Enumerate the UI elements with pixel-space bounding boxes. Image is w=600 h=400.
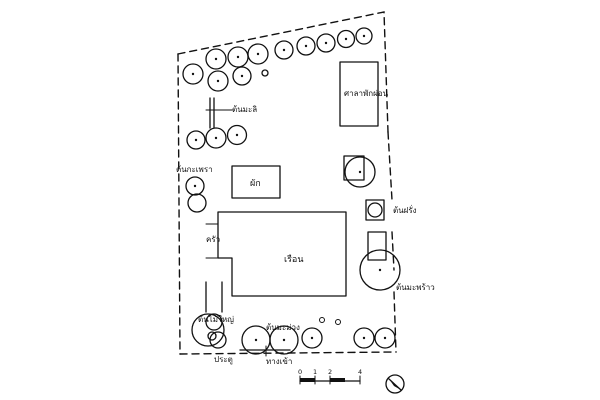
- left-trees: ต้นกะเพรา: [176, 165, 213, 213]
- label-entrance: ทางเข้า: [266, 357, 292, 366]
- garden-plot: ผัก: [231, 165, 281, 199]
- scale-tick-1: 1: [313, 368, 317, 376]
- label-garden: ผัก: [250, 179, 261, 189]
- bottom-left-trees: ต้นไม้ใหญ่ ประตู: [191, 313, 234, 365]
- label-front-tree: ต้นไม้ใหญ่: [198, 315, 234, 324]
- label-front-mid: ต้นมะม่วง: [266, 323, 300, 332]
- pavilion: ศาลาพักผ่อน: [339, 61, 389, 127]
- entrance-group: ต้นมะม่วง ทางเข้า: [239, 317, 341, 366]
- right-features: ต้นฝรั่ง ต้นมะพร้าว: [343, 155, 435, 292]
- bottom-right-trees: [353, 327, 396, 349]
- property-boundary: [177, 11, 397, 355]
- main-house: เรือน ครัว: [205, 211, 347, 297]
- label-gate: ประตู: [214, 355, 233, 365]
- tree-row-top: [182, 27, 373, 92]
- label-shrub: ต้นกะเพรา: [176, 165, 213, 174]
- path-marker: ต้นมะลิ: [205, 97, 257, 129]
- scale-tick-2: 2: [328, 368, 332, 376]
- label-coconut: ต้นมะพร้าว: [396, 283, 435, 292]
- label-house: เรือน: [284, 254, 303, 265]
- label-pavilion: ศาลาพักผ่อน: [344, 89, 389, 98]
- north-arrow-icon: [385, 374, 405, 394]
- scale-tick-0: 0: [298, 368, 302, 376]
- scale-bar: 0 1 2 4: [298, 368, 362, 385]
- scale-tick-4: 4: [358, 368, 362, 376]
- shrub-row: [186, 124, 248, 150]
- lower-left-structure: [205, 281, 223, 313]
- label-well: ต้นฝรั่ง: [393, 204, 417, 215]
- label-kitchen: ครัว: [206, 235, 220, 244]
- label-tree-path: ต้นมะลิ: [232, 105, 257, 114]
